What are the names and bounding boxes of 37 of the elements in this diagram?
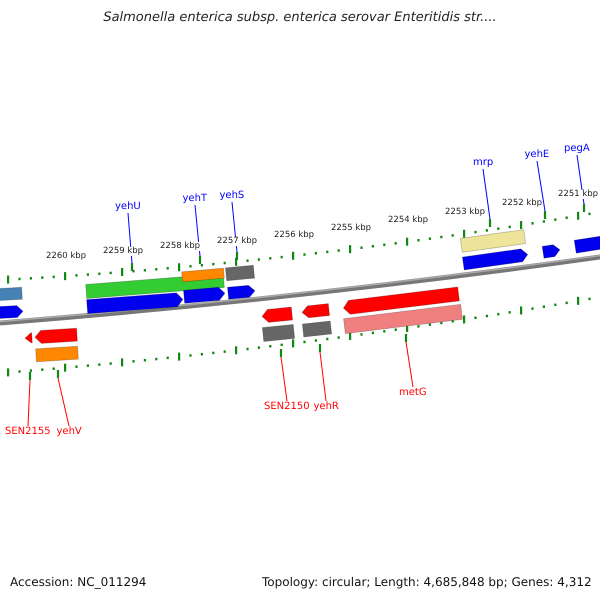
leader-line xyxy=(58,378,70,426)
ruler-tick xyxy=(488,219,492,227)
gene-name: yehE xyxy=(524,150,550,160)
scale-label: 2255 kbp xyxy=(331,224,372,232)
ruler-tick xyxy=(280,349,282,357)
ruler-tick xyxy=(544,211,546,219)
title: Salmonella enterica subsp. enterica serovar Enteritidis str.... xyxy=(102,11,498,24)
gene-name: yehR xyxy=(314,402,339,412)
gene-name: yehV xyxy=(56,427,82,437)
leader-line xyxy=(536,160,546,212)
ruler-tick xyxy=(28,372,32,380)
scale-label: 2251 kbp xyxy=(558,190,598,198)
footer-text: Topology: circular; Length: 4,685,848 bp; Genes: 4,312 xyxy=(262,576,592,588)
gene-name: yehU xyxy=(115,202,141,212)
ruler-tick xyxy=(198,256,202,264)
ruler-tick xyxy=(236,252,238,260)
scale-label: 2254 kbp xyxy=(388,216,428,224)
gene-name: yehT xyxy=(182,194,208,204)
gene-name: pegA xyxy=(564,144,590,154)
scale-label: 2256 kbp xyxy=(274,231,314,240)
leader-line xyxy=(280,356,288,402)
ruler-tick xyxy=(130,263,134,271)
leader-line xyxy=(482,168,490,220)
gene-name: mrp xyxy=(473,158,494,168)
leader-line xyxy=(406,342,414,388)
ruler-tick xyxy=(582,204,586,212)
gene-name: yehS xyxy=(220,191,244,201)
gene-name: SEN2150 xyxy=(264,402,310,412)
ruler-tick xyxy=(404,334,408,342)
leader-line xyxy=(28,380,30,426)
footer-text: Accession: NC_011294 xyxy=(10,576,146,588)
leader-line xyxy=(320,352,326,402)
ruler-tick xyxy=(318,344,322,352)
ruler-tick xyxy=(56,370,60,378)
gene-name: SEN2155 xyxy=(5,427,51,437)
scale-label: 2260 kbp xyxy=(46,252,86,260)
gene-name: metG xyxy=(399,388,427,398)
